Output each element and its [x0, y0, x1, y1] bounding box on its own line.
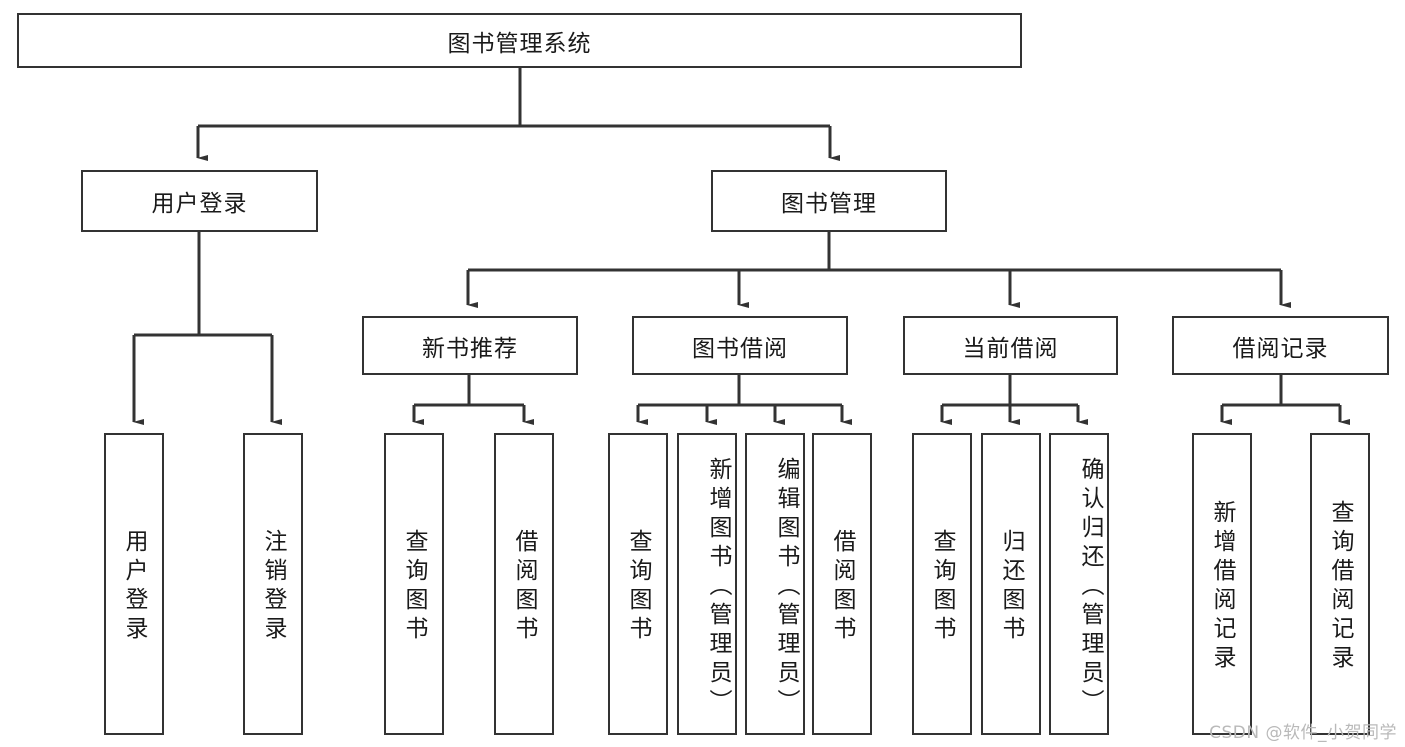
node-label: 归还图书: [998, 529, 1024, 645]
node-new-book-recommend[interactable]: 新书推荐: [362, 316, 578, 375]
node-book-borrow[interactable]: 图书借阅: [632, 316, 848, 375]
leaf-user-login-signin[interactable]: 用户登录: [104, 433, 164, 735]
node-label: 借阅记录: [1232, 335, 1329, 362]
node-label: 图书借阅: [692, 335, 788, 362]
node-label: 图书管理: [781, 191, 877, 217]
node-label: 图书管理系统: [447, 30, 592, 57]
node-label: 新增借阅记录: [1209, 500, 1235, 674]
node-label: 借阅图书: [511, 529, 537, 645]
node-label: 查询图书: [929, 529, 955, 645]
leaf-user-login-signout[interactable]: 注销登录: [243, 433, 303, 735]
leaf-borrow-edit-book-admin[interactable]: 编辑图书（管理员）: [745, 433, 805, 735]
node-user-login[interactable]: 用户登录: [81, 170, 318, 232]
node-label: 注销登录: [260, 529, 286, 645]
node-label: 编辑图书（管理员）: [773, 456, 799, 718]
leaf-current-query-book[interactable]: 查询图书: [912, 433, 972, 735]
node-label: 查询图书: [401, 529, 427, 645]
leaf-record-query-record[interactable]: 查询借阅记录: [1310, 433, 1370, 735]
node-borrow-record[interactable]: 借阅记录: [1172, 316, 1389, 375]
node-root-library-system[interactable]: 图书管理系统: [17, 13, 1022, 68]
watermark: CSDN @软件_小贺同学: [1209, 723, 1397, 743]
leaf-current-confirm-return-admin[interactable]: 确认归还（管理员）: [1049, 433, 1109, 735]
node-label: 确认归还（管理员）: [1077, 456, 1103, 718]
node-label: 当前借阅: [962, 335, 1059, 362]
node-label: 借阅图书: [829, 529, 855, 645]
leaf-record-add-record[interactable]: 新增借阅记录: [1192, 433, 1252, 735]
node-label: 用户登录: [151, 191, 248, 217]
leaf-borrow-add-book-admin[interactable]: 新增图书（管理员）: [677, 433, 737, 735]
node-label: 新书推荐: [422, 335, 518, 362]
leaf-newbook-borrow-book[interactable]: 借阅图书: [494, 433, 554, 735]
leaf-borrow-borrow-book[interactable]: 借阅图书: [812, 433, 872, 735]
leaf-newbook-query-book[interactable]: 查询图书: [384, 433, 444, 735]
node-label: 用户登录: [121, 529, 147, 645]
node-book-management[interactable]: 图书管理: [711, 170, 947, 232]
node-label: 查询借阅记录: [1327, 500, 1353, 674]
leaf-borrow-query-book[interactable]: 查询图书: [608, 433, 668, 735]
leaf-current-return-book[interactable]: 归还图书: [981, 433, 1041, 735]
node-current-borrow[interactable]: 当前借阅: [903, 316, 1118, 375]
node-label: 查询图书: [625, 529, 651, 645]
node-label: 新增图书（管理员）: [705, 456, 731, 718]
